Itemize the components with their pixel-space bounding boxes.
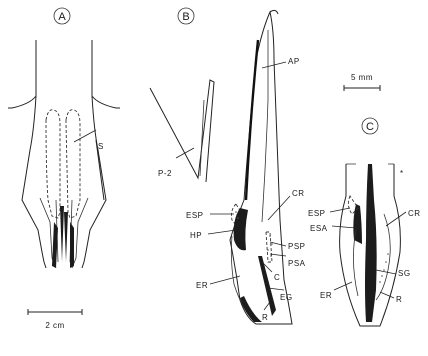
label-psa: PSA bbox=[288, 259, 306, 268]
label-hp: HP bbox=[190, 231, 202, 240]
label-sg: SG bbox=[398, 269, 411, 278]
label-esp-b: ESP bbox=[186, 211, 204, 220]
label-esa: ESA bbox=[310, 224, 328, 233]
panel-b-canal bbox=[258, 256, 276, 316]
panel-c: C 5 mm * ESP ESA CR SG ER R bbox=[308, 73, 421, 326]
panel-b-psp-dashed bbox=[266, 232, 272, 262]
panel-c-stipple bbox=[379, 253, 389, 283]
panel-a: A S 2 cm bbox=[8, 8, 120, 330]
label-ap: AP bbox=[288, 57, 300, 66]
label-cr-c-leader bbox=[386, 212, 406, 226]
p2-appendage bbox=[150, 80, 214, 182]
panel-a-dark-spines bbox=[52, 206, 74, 268]
label-cr-c: CR bbox=[408, 209, 421, 218]
scale-label-a: 2 cm bbox=[45, 321, 64, 330]
label-s-leader bbox=[74, 130, 96, 142]
scale-label-bc: 5 mm bbox=[351, 73, 373, 82]
label-cr-b: CR bbox=[292, 189, 305, 198]
label-r-c-leader bbox=[380, 292, 394, 298]
panel-b: B P-2 AP CR ESP HP bbox=[150, 8, 306, 324]
panel-a-outline bbox=[8, 40, 120, 268]
label-r-b: R bbox=[262, 313, 268, 322]
panel-a-lobes bbox=[40, 198, 88, 268]
panel-a-letter: A bbox=[58, 11, 66, 23]
label-r-c: R bbox=[396, 295, 402, 304]
star-mark: * bbox=[400, 169, 404, 178]
label-esa-leader bbox=[332, 226, 356, 228]
label-r-b-leader bbox=[264, 302, 270, 310]
label-esp-c-leader bbox=[330, 208, 350, 212]
label-esp-c: ESP bbox=[308, 209, 326, 218]
panel-c-letter: C bbox=[366, 121, 374, 133]
label-eg: EG bbox=[280, 293, 293, 302]
label-s: S bbox=[98, 142, 104, 151]
panel-b-hook bbox=[270, 10, 278, 14]
label-er-b-leader bbox=[210, 276, 240, 284]
label-p2: P-2 bbox=[158, 169, 172, 178]
label-er-c: ER bbox=[320, 291, 332, 300]
label-c: C bbox=[274, 273, 280, 282]
label-p2-leader bbox=[176, 148, 194, 158]
label-er-c-leader bbox=[334, 282, 352, 290]
label-er-b: ER bbox=[196, 281, 208, 290]
panel-b-thick-edge bbox=[246, 40, 258, 200]
label-psp: PSP bbox=[288, 242, 306, 251]
panel-b-inner-line bbox=[262, 30, 268, 222]
panel-a-dashed-structures bbox=[46, 110, 80, 218]
panel-b-hp-mass bbox=[234, 208, 248, 250]
label-sg-leader bbox=[376, 270, 396, 274]
panel-c-keel bbox=[365, 164, 377, 322]
panel-b-body bbox=[230, 12, 292, 324]
panel-b-letter: B bbox=[182, 11, 189, 23]
label-psa-leader bbox=[270, 254, 286, 256]
